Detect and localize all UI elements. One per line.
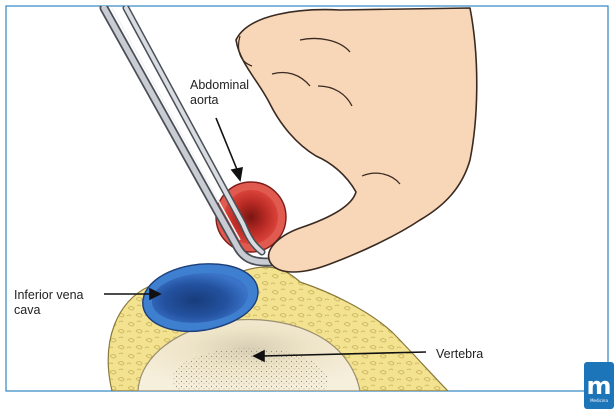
vertebra-stipple (172, 348, 328, 409)
vertebra-label: Vertebra (436, 347, 483, 361)
logo-glyph: m (586, 372, 611, 400)
publisher-logo: m Medicina (584, 362, 614, 409)
aorta-label-line2: aorta (190, 93, 219, 107)
aorta-label-line1: Abdominal (190, 78, 249, 92)
ivc-label-line1: Inferior vena (14, 288, 84, 302)
ivc-label-line2: cava (14, 303, 40, 317)
logo-text: Medicina (590, 398, 608, 403)
